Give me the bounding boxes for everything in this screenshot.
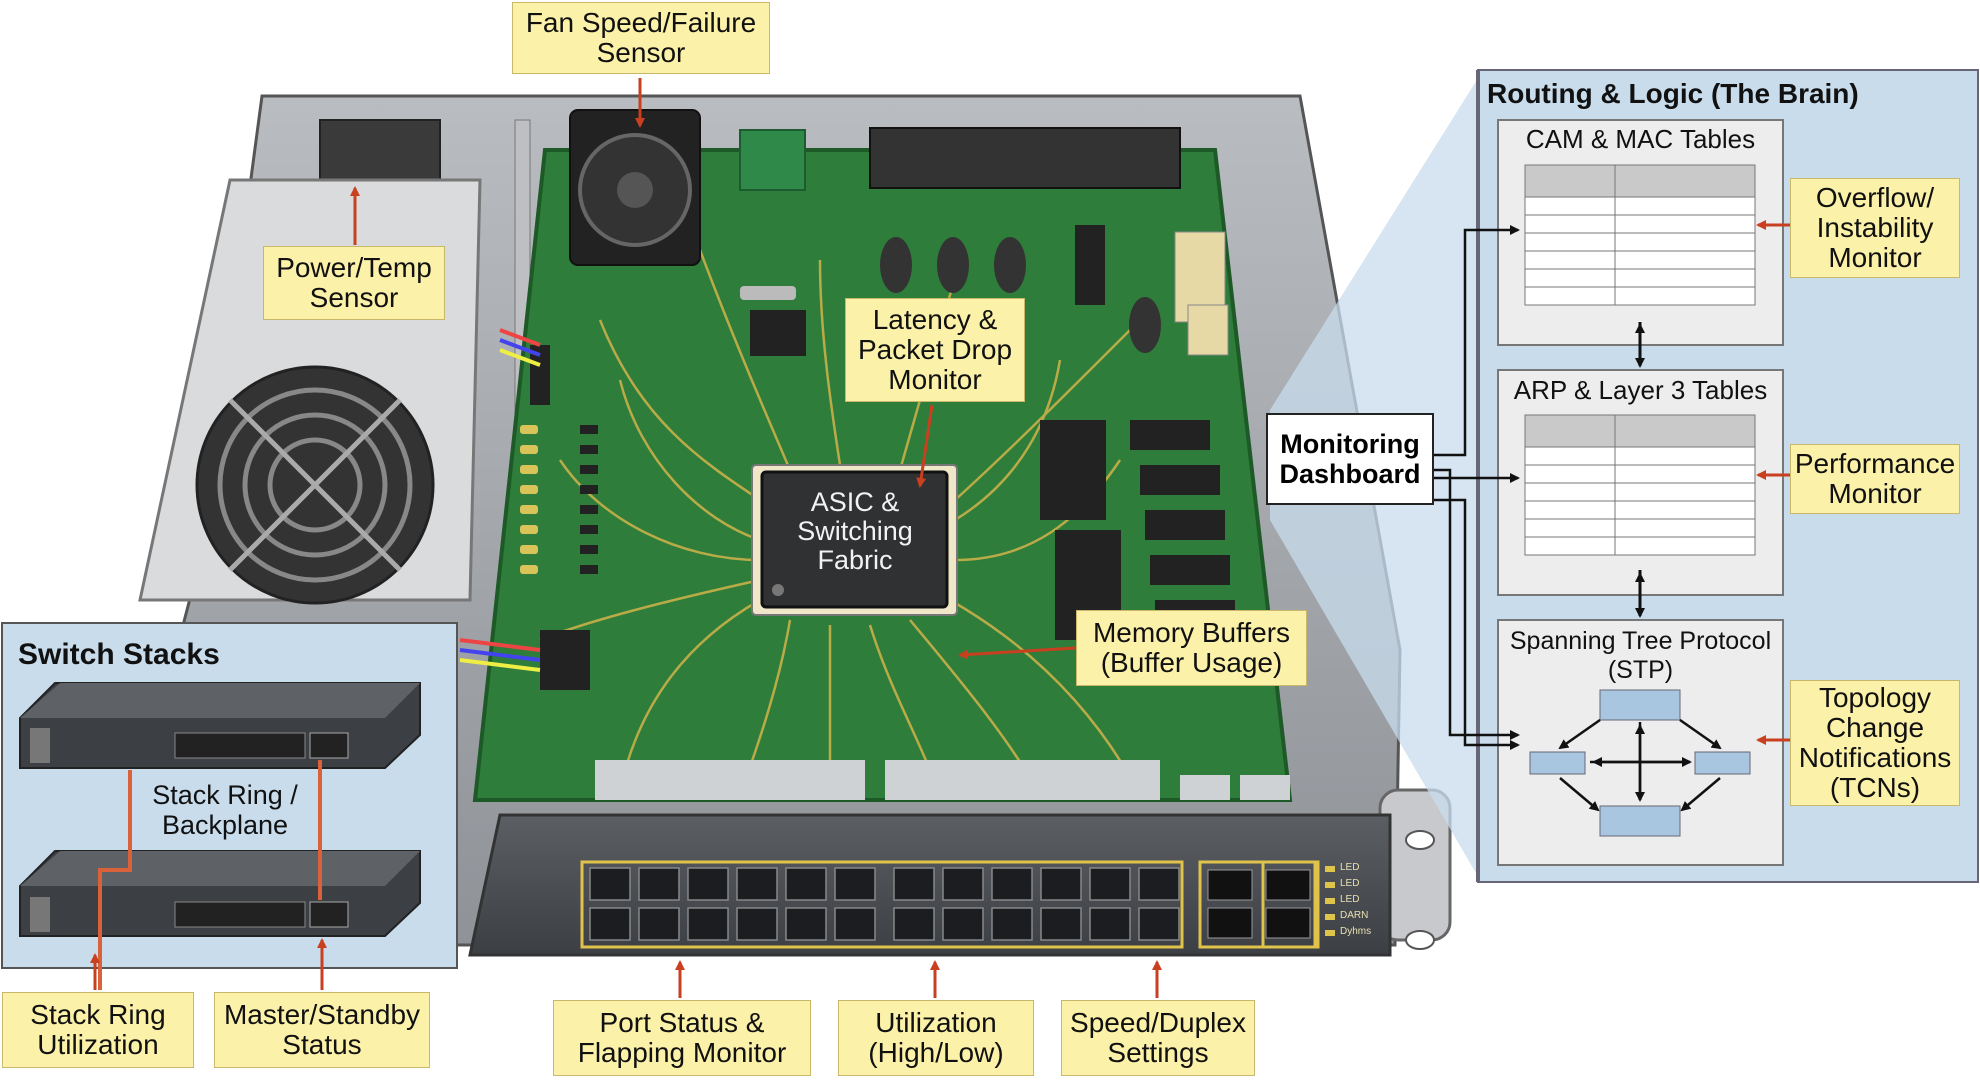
table-row [1524,268,1756,288]
latency-monitor-label: Latency & Packet Drop Monitor [845,298,1025,402]
rj45-port [991,867,1033,901]
port-status-label: Port Status & Flapping Monitor [553,1000,811,1076]
table-row [1524,286,1756,306]
stack-ring-label: Stack Ring / Backplane [152,780,298,840]
monitoring-dashboard-label: Monitoring Dashboard [1266,413,1434,505]
performance-monitor-label: Performance Monitor [1790,444,1960,514]
sfp-port [1265,907,1311,939]
table-row [1524,446,1756,466]
rj45-port [893,907,935,941]
table-row [1524,250,1756,270]
chassis-fan [569,109,701,266]
master-standby-status-label: Master/Standby Status [214,992,430,1068]
stp-title: Spanning Tree Protocol (STP) [1509,627,1772,684]
rj45-port [1138,907,1180,941]
rj45-port [1040,867,1082,901]
rj45-port [638,907,680,941]
rj45-port [834,867,876,901]
rj45-port [1138,867,1180,901]
rj45-port [736,867,778,901]
rj45-port [893,867,935,901]
switch-stacks-panel [1,622,458,990]
annotation-arrows [350,78,1162,998]
rj45-port [1089,867,1131,901]
table-row [1524,232,1756,252]
rj45-port [834,907,876,941]
arp-layer3-tables-title: ARP & Layer 3 Tables [1513,375,1768,405]
sfp-port [1207,869,1253,901]
asic-label: ASIC & Switching Fabric [797,487,913,575]
rj45-port [942,907,984,941]
table-row [1524,536,1756,556]
front-panel [468,813,1392,957]
led-label: LED [1340,862,1360,873]
asic-chip-body [751,464,958,616]
table-row [1524,482,1756,502]
led-label: DARN [1340,910,1369,921]
speed-duplex-label: Speed/Duplex Settings [1061,1000,1255,1076]
rj45-port [687,907,729,941]
table-row [1524,518,1756,538]
led-label: LED [1340,894,1360,905]
utilization-label: Utilization (High/Low) [838,1000,1034,1076]
rj45-port [1089,907,1131,941]
rj45-port [687,867,729,901]
rj45-port [589,867,631,901]
table-header [1524,164,1756,198]
table-row [1524,214,1756,234]
rj45-port [589,907,631,941]
rj45-port [942,867,984,901]
routing-logic-title: Routing & Logic (The Brain) [1487,78,1859,109]
cam-mac-tables-title: CAM & MAC Tables [1525,124,1756,154]
switch-stacks-title: Switch Stacks [18,638,220,671]
topology-change-notifications-label: Topology Change Notifications (TCNs) [1790,680,1960,806]
led-label: Dyhms [1340,926,1372,937]
fan-sensor-label: Fan Speed/Failure Sensor [512,2,770,74]
rj45-port [991,907,1033,941]
rj45-port [1040,907,1082,941]
rj45-port [638,867,680,901]
power-supply [138,119,531,605]
table-header [1524,414,1756,448]
table-row [1524,500,1756,520]
overflow-monitor-label: Overflow/ Instability Monitor [1790,178,1960,278]
power-temp-sensor-label: Power/Temp Sensor [263,246,445,320]
rj45-port [785,907,827,941]
stack-ring-utilization-label: Stack Ring Utilization [2,992,194,1068]
rj45-port [785,867,827,901]
rj45-port [736,907,778,941]
memory-buffers-label: Memory Buffers (Buffer Usage) [1076,610,1307,686]
led-label: LED [1340,878,1360,889]
table-row [1524,464,1756,484]
sfp-port [1265,869,1311,901]
table-row [1524,196,1756,216]
sfp-port [1207,907,1253,939]
